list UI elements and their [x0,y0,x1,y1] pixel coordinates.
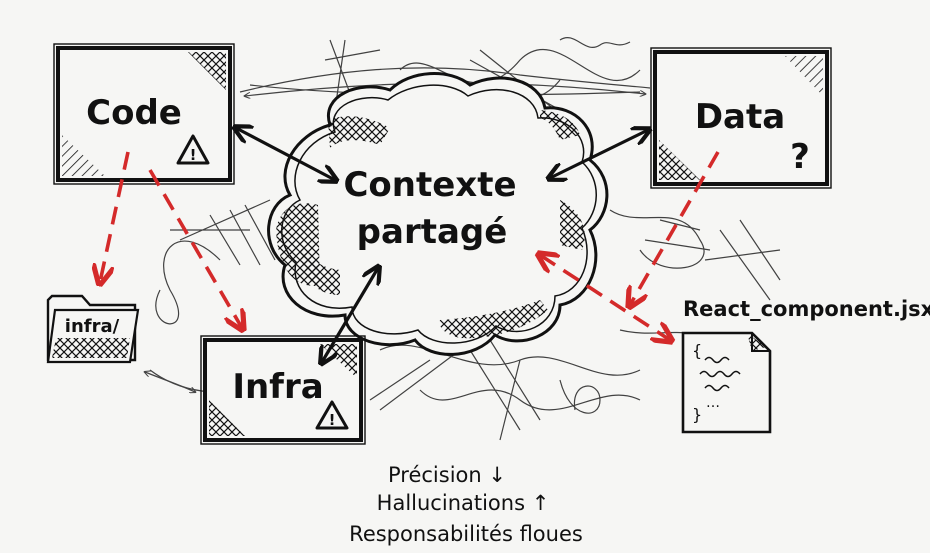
data-label: Data [695,97,785,137]
footnote-precision: Précision ↓ [388,463,506,487]
red-arrow-code-folder [100,151,130,282]
file-label: React_component.jsx [683,297,930,321]
footnotes: Précision ↓ Hallucinations ↑ Responsabil… [349,463,583,546]
warning-icon: ! [315,400,349,430]
thin-arrow-folder-infra [145,372,195,392]
center-label-line1: Contexte [343,165,516,205]
folder-label: infra/ [65,316,120,337]
data-box: Data ? [650,47,832,189]
warning-icon: ! [176,134,210,165]
svg-text:{: { [692,341,702,360]
folder-icon: infra/ [46,294,140,364]
file-icon: { … } React_component.jsx [681,297,930,434]
red-arrow-context-file [540,255,670,340]
code-box: Code ! [53,43,235,185]
footnote-hallucinations: Hallucinations ↑ [377,491,550,515]
shared-context-cloud: Contexte partagé [267,72,609,356]
infra-label: Infra [232,367,323,407]
infra-warning-mark: ! [329,411,336,429]
arrow-code-context [236,128,335,180]
svg-text:…: … [706,395,720,411]
arrow-data-context [550,130,648,178]
footnote-responsabilites: Responsabilités floues [349,522,583,546]
red-dashed-arrows [100,151,720,340]
svg-text:}: } [692,405,702,424]
arrow-context-infra [322,268,378,362]
code-label: Code [86,93,182,133]
infra-box: Infra ! [200,335,366,445]
center-label-line2: partagé [357,212,508,252]
red-arrow-code-infra [148,169,242,328]
code-warning-mark: ! [190,146,197,164]
data-question-mark: ? [790,137,810,177]
